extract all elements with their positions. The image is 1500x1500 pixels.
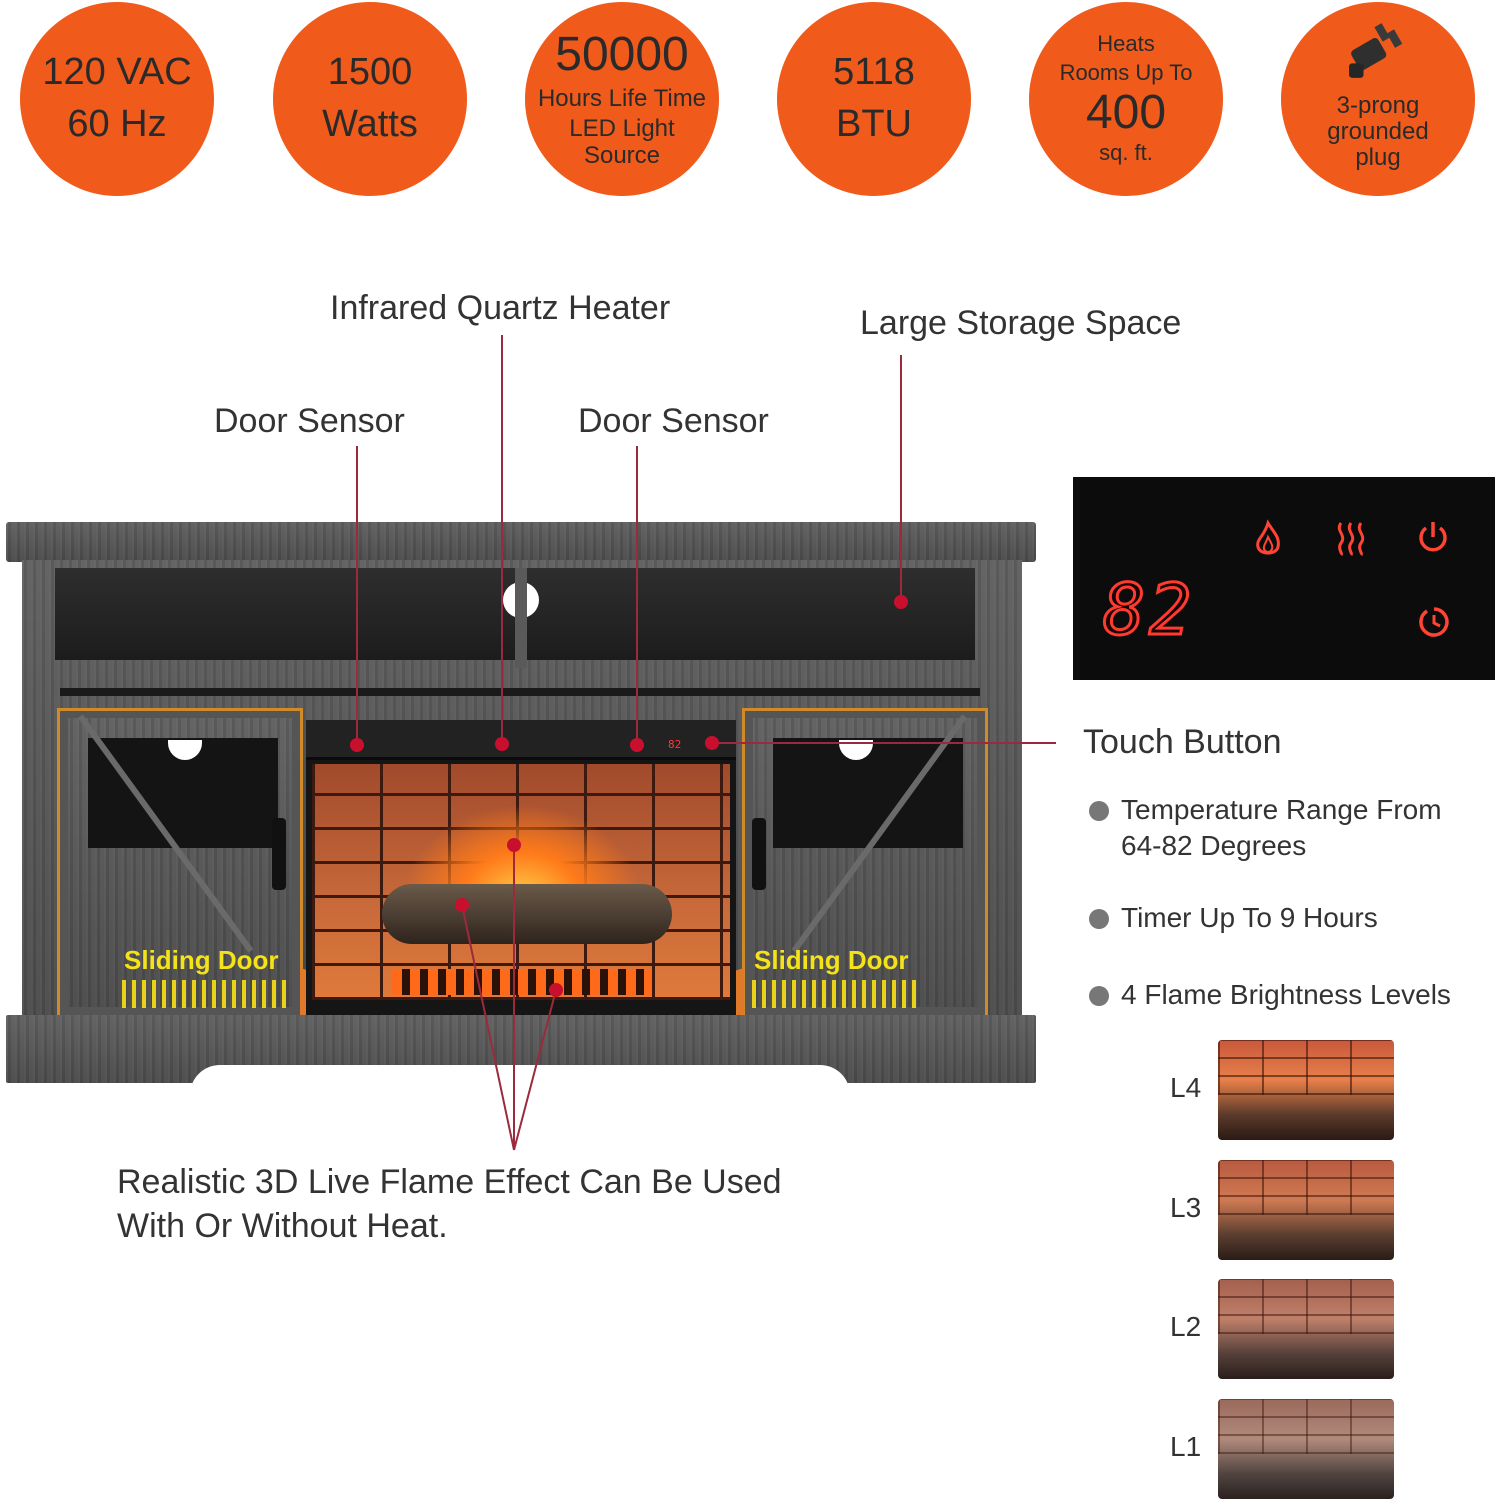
sliding-door-right-label: Sliding Door bbox=[754, 945, 909, 975]
logs bbox=[382, 884, 672, 944]
left-barn-door bbox=[60, 710, 300, 1015]
feature-brightness-line-1: 4 Flame Brightness Levels bbox=[1121, 979, 1451, 1010]
frequency-value: 60 Hz bbox=[67, 103, 167, 145]
flame-effect-text: Realistic 3D Live Flame Effect Can Be Us… bbox=[117, 1160, 782, 1248]
bullet-dot bbox=[1089, 909, 1109, 929]
heat-area-top-1: Heats bbox=[1097, 31, 1155, 57]
right-door-stripes bbox=[752, 980, 922, 1008]
pin-door-sensor-right bbox=[630, 738, 644, 752]
pin-touch-button bbox=[705, 736, 719, 750]
flame-effect-line-2: With Or Without Heat. bbox=[117, 1207, 448, 1246]
level-label-l2: L2 bbox=[1170, 1311, 1202, 1342]
line-touch-button bbox=[712, 742, 1056, 744]
plug-text-1: 3-prong bbox=[1336, 91, 1420, 119]
btu-unit: BTU bbox=[836, 103, 912, 145]
left-door-handle[interactable] bbox=[272, 818, 286, 890]
feature-temperature: Temperature Range From 64-82 Degrees bbox=[1089, 792, 1442, 865]
led-life-hours: 50000 bbox=[555, 28, 689, 82]
pin-door-sensor-left bbox=[350, 738, 364, 752]
line-infrared bbox=[501, 335, 503, 743]
heat-area-top-2: Rooms Up To bbox=[1059, 59, 1193, 85]
btu-badge: 5118 BTU bbox=[777, 2, 971, 196]
level-image-l2 bbox=[1218, 1279, 1394, 1379]
line-storage bbox=[900, 355, 902, 598]
voltage-value: 120 VAC bbox=[42, 51, 192, 94]
line-door-sensor-right bbox=[636, 446, 638, 742]
right-door-handle[interactable] bbox=[752, 818, 766, 890]
level-label-l4: L4 bbox=[1170, 1072, 1202, 1103]
led-life-text-1: Hours Life Time bbox=[537, 84, 707, 112]
wattage-value: 1500 bbox=[327, 51, 413, 94]
heat-area-badge: Heats Rooms Up To 400 sq. ft. bbox=[1029, 2, 1223, 196]
right-barn-door bbox=[745, 710, 985, 1015]
plug-badge: 3-prong grounded plug bbox=[1281, 2, 1475, 196]
pin-infrared bbox=[495, 737, 509, 751]
temperature-display: 82 bbox=[1101, 568, 1196, 653]
led-life-badge: 50000 Hours Life Time LED Light Source bbox=[525, 2, 719, 196]
led-life-text-2: LED Light bbox=[569, 115, 675, 143]
sliding-door-left-label: Sliding Door bbox=[124, 945, 279, 975]
touch-button-label: Touch Button bbox=[1083, 723, 1282, 761]
plug-text-3: plug bbox=[1355, 144, 1401, 172]
pin-storage bbox=[894, 595, 908, 609]
fireplace-tv-stand: Sliding Door Sliding Door 82 bbox=[0, 520, 1040, 1095]
heat-area-unit: sq. ft. bbox=[1099, 140, 1153, 166]
level-label-l3: L3 bbox=[1170, 1192, 1202, 1223]
infrared-heater-label: Infrared Quartz Heater bbox=[330, 289, 671, 327]
door-sensor-right-label: Door Sensor bbox=[578, 402, 769, 440]
control-panel: 82 bbox=[1073, 477, 1495, 680]
feature-timer-line-1: Timer Up To 9 Hours bbox=[1121, 902, 1378, 933]
feature-temperature-line-1: Temperature Range From bbox=[1121, 794, 1442, 825]
fireplace-insert: 82 bbox=[306, 720, 736, 1020]
level-image-l4 bbox=[1218, 1040, 1394, 1140]
plug-text-2: grounded bbox=[1327, 118, 1429, 146]
feature-brightness: 4 Flame Brightness Levels bbox=[1089, 977, 1451, 1013]
brick-firebox bbox=[312, 764, 730, 1000]
bullet-dot bbox=[1089, 801, 1109, 821]
door-sensor-left-label: Door Sensor bbox=[214, 402, 405, 440]
line-door-sensor-left bbox=[356, 446, 358, 742]
btu-value: 5118 bbox=[833, 51, 915, 94]
mini-display: 82 bbox=[668, 738, 682, 751]
wattage-badge: 1500 Watts bbox=[273, 2, 467, 196]
storage-space-label: Large Storage Space bbox=[860, 304, 1182, 342]
flame-icon[interactable] bbox=[1248, 519, 1288, 565]
led-life-text-3: Source bbox=[583, 141, 661, 169]
timer-icon[interactable] bbox=[1417, 605, 1451, 645]
power-icon[interactable] bbox=[1415, 519, 1451, 561]
shelf-divider bbox=[515, 568, 527, 668]
voltage-badge: 120 VAC 60 Hz bbox=[20, 2, 214, 196]
feature-temperature-line-2: 64-82 Degrees bbox=[1121, 830, 1307, 862]
left-door-stripes bbox=[122, 980, 292, 1008]
bullet-dot bbox=[1089, 986, 1109, 1006]
level-image-l1 bbox=[1218, 1399, 1394, 1499]
stand-top bbox=[6, 522, 1036, 562]
flame-effect-line-1: Realistic 3D Live Flame Effect Can Be Us… bbox=[117, 1163, 782, 1201]
plug-icon bbox=[1347, 20, 1409, 87]
barn-rail bbox=[60, 688, 980, 696]
heat-icon[interactable] bbox=[1331, 519, 1371, 565]
base-arch bbox=[190, 1065, 850, 1095]
level-image-l3 bbox=[1218, 1160, 1394, 1260]
ember-bed bbox=[392, 969, 652, 995]
heat-area-value: 400 bbox=[1085, 85, 1167, 139]
level-label-l1: L1 bbox=[1170, 1431, 1202, 1462]
feature-timer: Timer Up To 9 Hours bbox=[1089, 900, 1378, 936]
wattage-unit: Watts bbox=[322, 103, 418, 145]
heater-vent-strip bbox=[306, 720, 736, 760]
